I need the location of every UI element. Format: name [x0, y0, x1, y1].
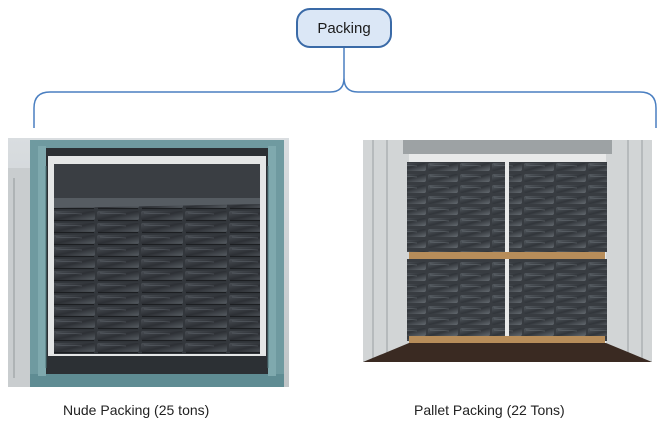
packing-root-label: Packing: [317, 19, 371, 37]
nude-packing-caption: Nude Packing (25 tons): [63, 402, 210, 418]
packing-root-node: Packing: [296, 8, 392, 48]
pallet-packing-photo: [363, 140, 652, 362]
pallet-packing-caption: Pallet Packing (22 Tons): [414, 402, 565, 418]
nude-packing-photo: [8, 138, 289, 387]
bracket-connector: [33, 48, 657, 128]
